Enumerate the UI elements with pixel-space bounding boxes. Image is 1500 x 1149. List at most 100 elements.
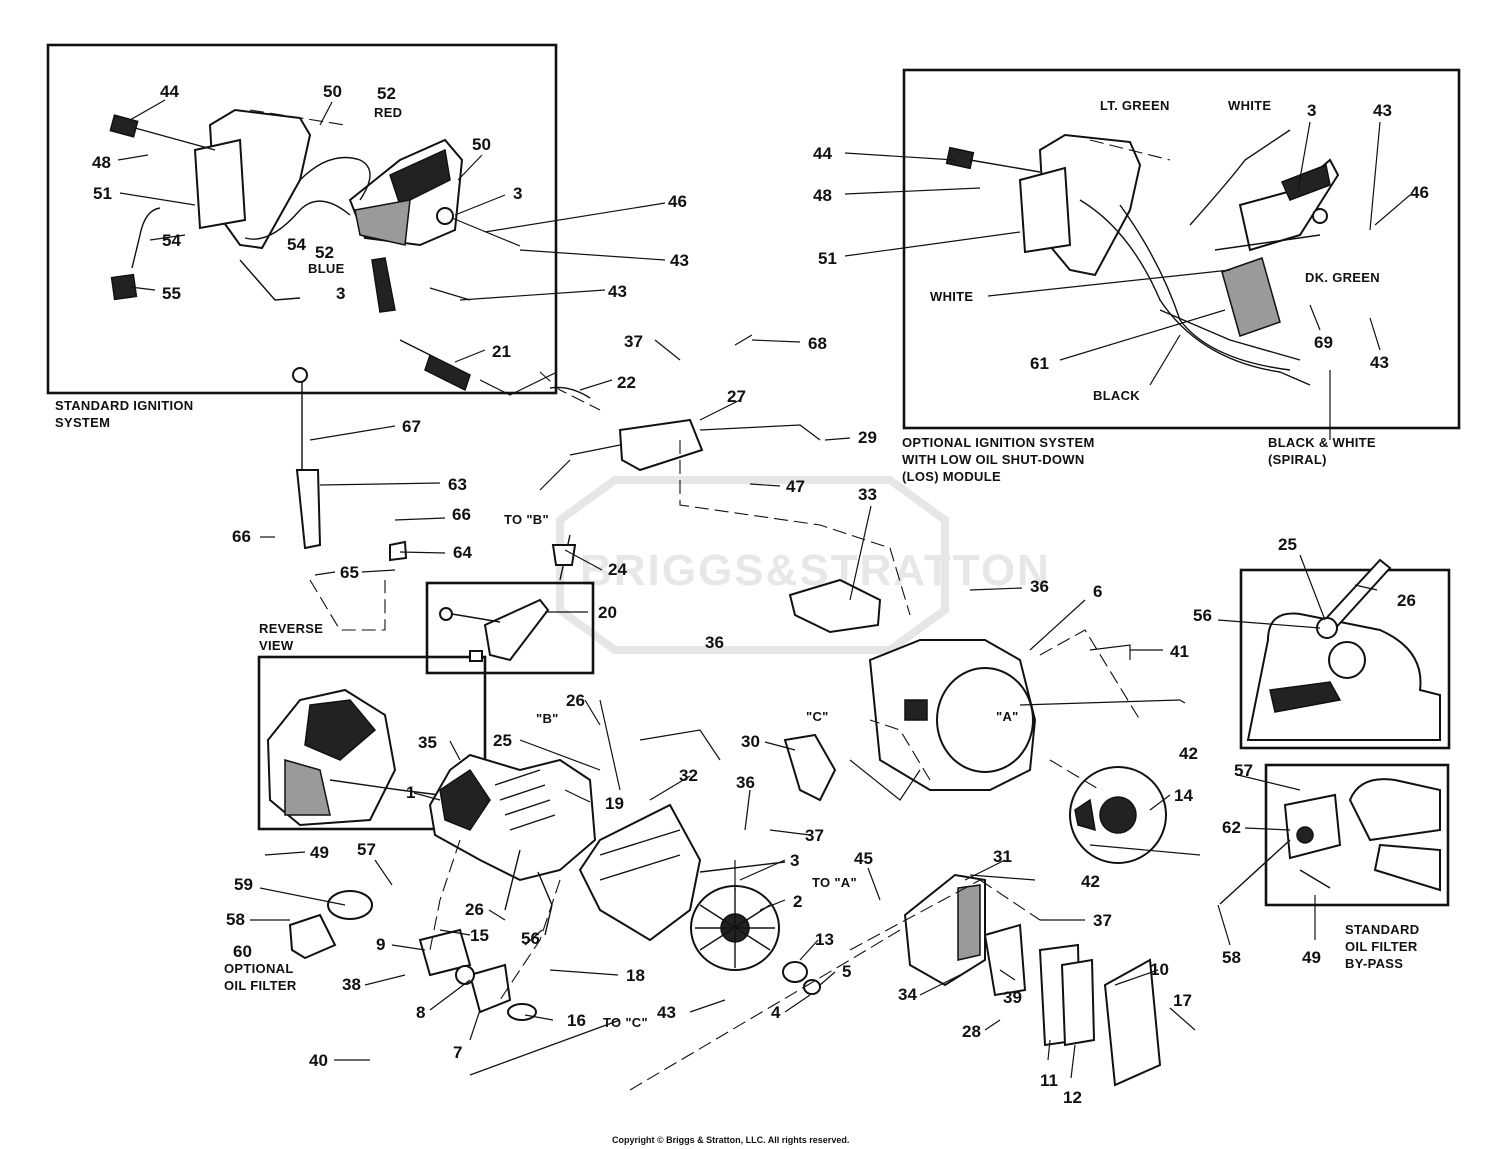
callout-25b: 25 [1278,535,1297,554]
callout-52b: 52 [315,243,334,262]
oil-filter-bypass-inset [1264,763,1450,907]
callout-3c: 3 [1307,101,1316,120]
caption-optional-filter-2: OIL FILTER [224,978,297,993]
callout-65: 65 [340,563,359,582]
wire-label-lt-green: LT. GREEN [1100,98,1170,113]
standard-ignition-inset [46,43,558,395]
ref-mark-b: "B" [536,711,559,726]
wire-label-blue: BLUE [308,261,345,276]
callout-45: 45 [854,849,873,868]
callout-9: 9 [376,935,385,954]
callout-31: 31 [993,847,1012,866]
callout-42: 42 [1179,744,1198,763]
callout-25: 25 [493,731,512,750]
caption-standard-ignition-2: SYSTEM [55,415,110,430]
callout-54: 54 [162,231,181,250]
reverse-view-artwork [266,688,481,827]
callout-1: 1 [406,783,415,802]
callout-26: 26 [566,691,585,710]
callout-42b: 42 [1081,872,1100,891]
callout-69: 69 [1314,333,1333,352]
callout-26c: 26 [1397,591,1416,610]
callout-26b: 26 [465,900,484,919]
callout-leaders [117,99,1411,1079]
callout-19: 19 [605,794,624,813]
engine-assembly [288,339,1167,1087]
callout-33: 33 [858,485,877,504]
callout-60: 60 [233,942,252,961]
callout-43: 43 [670,251,689,270]
callout-43d: 43 [1370,353,1389,372]
callout-52: 52 [377,84,396,103]
callout-10: 10 [1150,960,1169,979]
callout-36c: 36 [736,773,755,792]
callout-66b: 66 [452,505,471,524]
callout-20: 20 [598,603,617,622]
callout-50: 50 [323,82,342,101]
callout-37c: 37 [1093,911,1112,930]
reference-marks: TO "B" TO "A" TO "C" "A" "B" "C" [504,512,1019,1030]
callout-48: 48 [92,153,111,172]
callout-51b: 51 [818,249,837,268]
wire-label-white-left: WHITE [930,289,973,304]
callout-3b: 3 [336,284,345,303]
wire-label-dk-green: DK. GREEN [1305,270,1380,285]
callout-54b: 54 [287,235,306,254]
optional-ignition-inset [902,68,1461,430]
ref-to-a: TO "A" [812,875,857,890]
caption-standard-ignition-1: STANDARD IGNITION [55,398,193,413]
callout-61: 61 [1030,354,1049,373]
callout-57b: 57 [1234,761,1253,780]
oil-filter-bypass-artwork [1219,778,1441,905]
caption-optional-filter-1: OPTIONAL [224,961,294,976]
leader-lines [309,371,1141,1091]
caption-std-filter-3: BY-PASS [1345,956,1403,971]
ref-mark-a: "A" [996,709,1019,724]
callout-39: 39 [1003,988,1022,1007]
callout-32: 32 [679,766,698,785]
governor-artwork [439,598,550,662]
callout-67: 67 [402,417,421,436]
callout-34: 34 [898,985,917,1004]
callout-64: 64 [453,543,472,562]
caption-std-filter-2: OIL FILTER [1345,939,1418,954]
callout-4: 4 [771,1003,781,1022]
callout-15: 15 [470,926,489,945]
callout-27: 27 [727,387,746,406]
callout-11: 11 [1040,1071,1058,1090]
ref-to-c: TO "C" [603,1015,648,1030]
wire-label-red: RED [374,105,402,120]
callout-37: 37 [624,332,643,351]
callout-44b: 44 [813,144,832,163]
caption-black-white-2: (SPIRAL) [1268,452,1327,467]
callout-63: 63 [448,475,467,494]
caption-optional-ignition-3: (LOS) MODULE [902,469,1001,484]
captions: STANDARD IGNITION SYSTEM OPTIONAL IGNITI… [55,398,1419,993]
optional-ignition-artwork [945,129,1340,386]
callout-68: 68 [808,334,827,353]
callout-16: 16 [567,1011,586,1030]
callout-59: 59 [234,875,253,894]
wire-label-white-top: WHITE [1228,98,1271,113]
callout-2: 2 [793,892,802,911]
caption-reverse-2: VIEW [259,638,294,653]
callout-44: 44 [160,82,179,101]
callout-5: 5 [842,962,851,981]
callout-17: 17 [1173,991,1192,1010]
callout-46b: 46 [1410,183,1429,202]
callout-35: 35 [418,733,437,752]
callout-49b: 49 [1302,948,1321,967]
callout-21: 21 [492,342,511,361]
callout-3d: 3 [790,851,799,870]
wire-label-black: BLACK [1093,388,1140,403]
wire-labels: RED BLUE LT. GREEN WHITE WHITE DK. GREEN… [308,98,1380,403]
callout-66: 66 [232,527,251,546]
standard-ignition-artwork [109,108,521,313]
governor-inset [425,581,595,675]
oil-fill-detail-artwork [1246,558,1441,741]
oil-fill-detail-inset [1239,568,1451,750]
callout-8: 8 [416,1003,425,1022]
callout-24: 24 [608,560,627,579]
callout-3: 3 [513,184,522,203]
